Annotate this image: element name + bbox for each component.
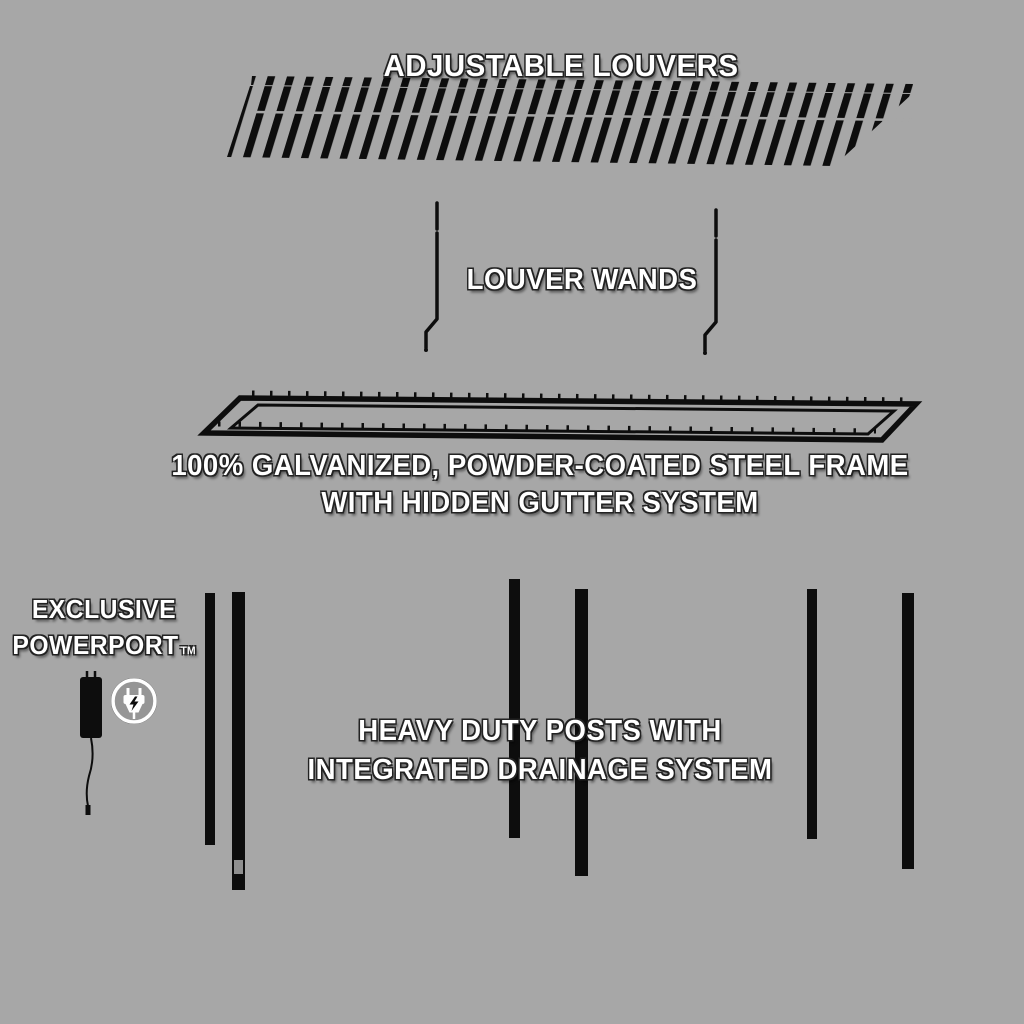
adjustable-louvers-label: ADJUSTABLE LOUVERS [383,48,739,83]
post [232,592,245,890]
steel-frame-label-line2: WITH HIDDEN GUTTER SYSTEM [321,487,759,519]
post [575,589,588,876]
post [205,593,215,845]
post-logo-plate [234,860,243,874]
posts-label-line2: INTEGRATED DRAINAGE SYSTEM [307,754,773,786]
posts-label: HEAVY DUTY POSTS WITH INTEGRATED DRAINAG… [308,712,773,790]
post [807,589,817,839]
louver-wand-left [424,201,439,352]
powerport-label-text: POWERPORT [12,630,179,660]
post [902,593,914,869]
steel-frame-label: 100% GALVANIZED, POWDER-COATED STEEL FRA… [171,448,908,522]
steel-frame-label-line1: 100% GALVANIZED, POWDER-COATED STEEL FRA… [171,450,909,482]
louver-panel [227,76,914,166]
trademark-mark: TM [180,645,196,657]
powerport-plug-icon [111,678,157,724]
post [509,579,520,838]
powerport-label-line1: EXCLUSIVE [31,594,177,624]
louver-wand-right [703,208,718,355]
posts-label-line1: HEAVY DUTY POSTS WITH [358,715,722,747]
steel-frame [197,390,923,443]
powerport-device [80,671,102,815]
posts [205,579,914,890]
louver-wands-label: LOUVER WANDS [466,264,698,296]
